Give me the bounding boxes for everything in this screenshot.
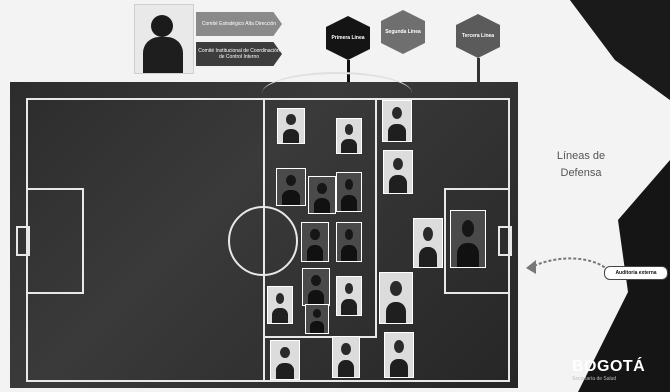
bogota-logo: BOGOTÁ Secretaría de Salud	[572, 358, 668, 390]
person-photo	[302, 268, 330, 306]
person-photo	[305, 304, 329, 334]
person-photo	[379, 272, 413, 324]
speaker-photo	[134, 4, 194, 74]
person-photo	[270, 340, 300, 380]
left-goal-box	[16, 226, 30, 256]
person-photo	[336, 172, 362, 212]
bogota-logo-subtext: Secretaría de Salud	[572, 376, 617, 382]
person-photo	[301, 222, 329, 262]
lineas-de-defensa-title: Líneas de Defensa	[556, 150, 606, 179]
right-goal-box	[498, 226, 512, 256]
tag-comite-institucional: Comité Institucional de Coordinación de …	[196, 42, 282, 66]
bogota-logo-text: BOGOTÁ	[572, 358, 646, 375]
person-photo	[276, 168, 306, 206]
person-photo	[267, 286, 293, 324]
hex-primera-linea: Primera Línea	[326, 16, 370, 60]
person-photo	[384, 332, 414, 378]
person-photo	[336, 118, 362, 154]
top-arc	[262, 72, 412, 114]
right-penalty-box	[444, 188, 510, 294]
hex-segunda-linea: Segunda Línea	[381, 10, 425, 54]
person-photo	[336, 222, 362, 262]
person-photo	[332, 336, 360, 378]
right-decoration	[570, 0, 670, 392]
auditoria-externa-pill: Auditoría externa	[604, 266, 668, 280]
person-photo	[383, 150, 413, 194]
left-penalty-box	[26, 188, 84, 294]
person-photo	[277, 108, 305, 144]
hex-tercera-linea: Tercera Línea	[456, 14, 500, 58]
person-photo	[413, 218, 443, 268]
person-photo	[450, 210, 486, 268]
tag-comite-estrategico: Comité Estratégico Alta Dirección	[196, 12, 282, 36]
person-photo	[308, 176, 336, 214]
person-photo	[336, 276, 362, 316]
person-photo	[382, 100, 412, 142]
